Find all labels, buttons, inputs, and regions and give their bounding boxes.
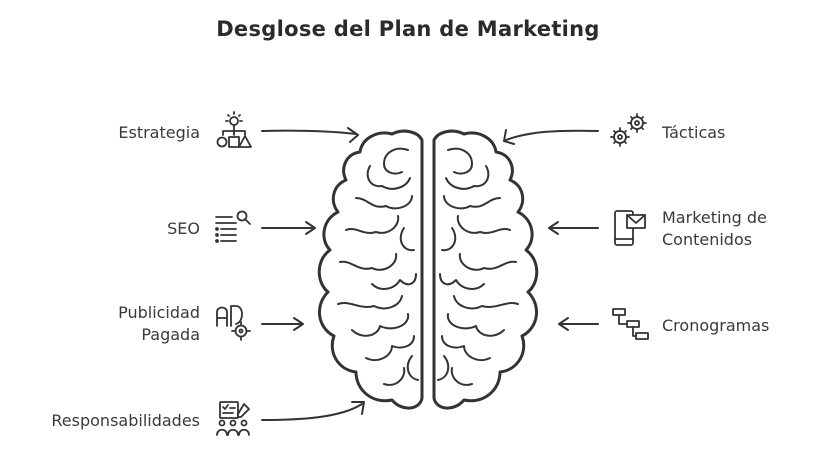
arrow-publicidad <box>262 318 303 330</box>
paid-ad-target-icon <box>217 306 250 340</box>
arrow-marketing-contenidos <box>549 222 598 234</box>
arrow-seo <box>262 222 315 234</box>
arrow-tacticas <box>504 130 598 144</box>
gantt-timeline-icon <box>613 309 648 339</box>
label-responsabilidades: Responsabilidades <box>51 411 200 430</box>
strategy-icon <box>218 112 252 147</box>
diagram-title: Desglose del Plan de Marketing <box>216 17 600 41</box>
team-checklist-icon <box>217 402 249 435</box>
mobile-mail-icon <box>615 211 645 245</box>
label-cronogramas: Cronogramas <box>662 316 770 335</box>
arrow-cronogramas <box>559 318 598 330</box>
gears-icon <box>611 114 646 146</box>
brain-icon <box>319 131 537 408</box>
label-seo: SEO <box>167 219 200 238</box>
seo-list-search-icon <box>216 212 250 243</box>
label-tacticas: Tácticas <box>662 123 726 142</box>
label-marketing-contenidos: Marketing de Contenidos <box>662 208 767 249</box>
label-publicidad-pagada: Publicidad Pagada <box>118 303 200 344</box>
label-estrategia: Estrategia <box>118 123 200 142</box>
arrow-responsabilidades <box>262 402 364 420</box>
arrow-estrategia <box>262 128 358 142</box>
